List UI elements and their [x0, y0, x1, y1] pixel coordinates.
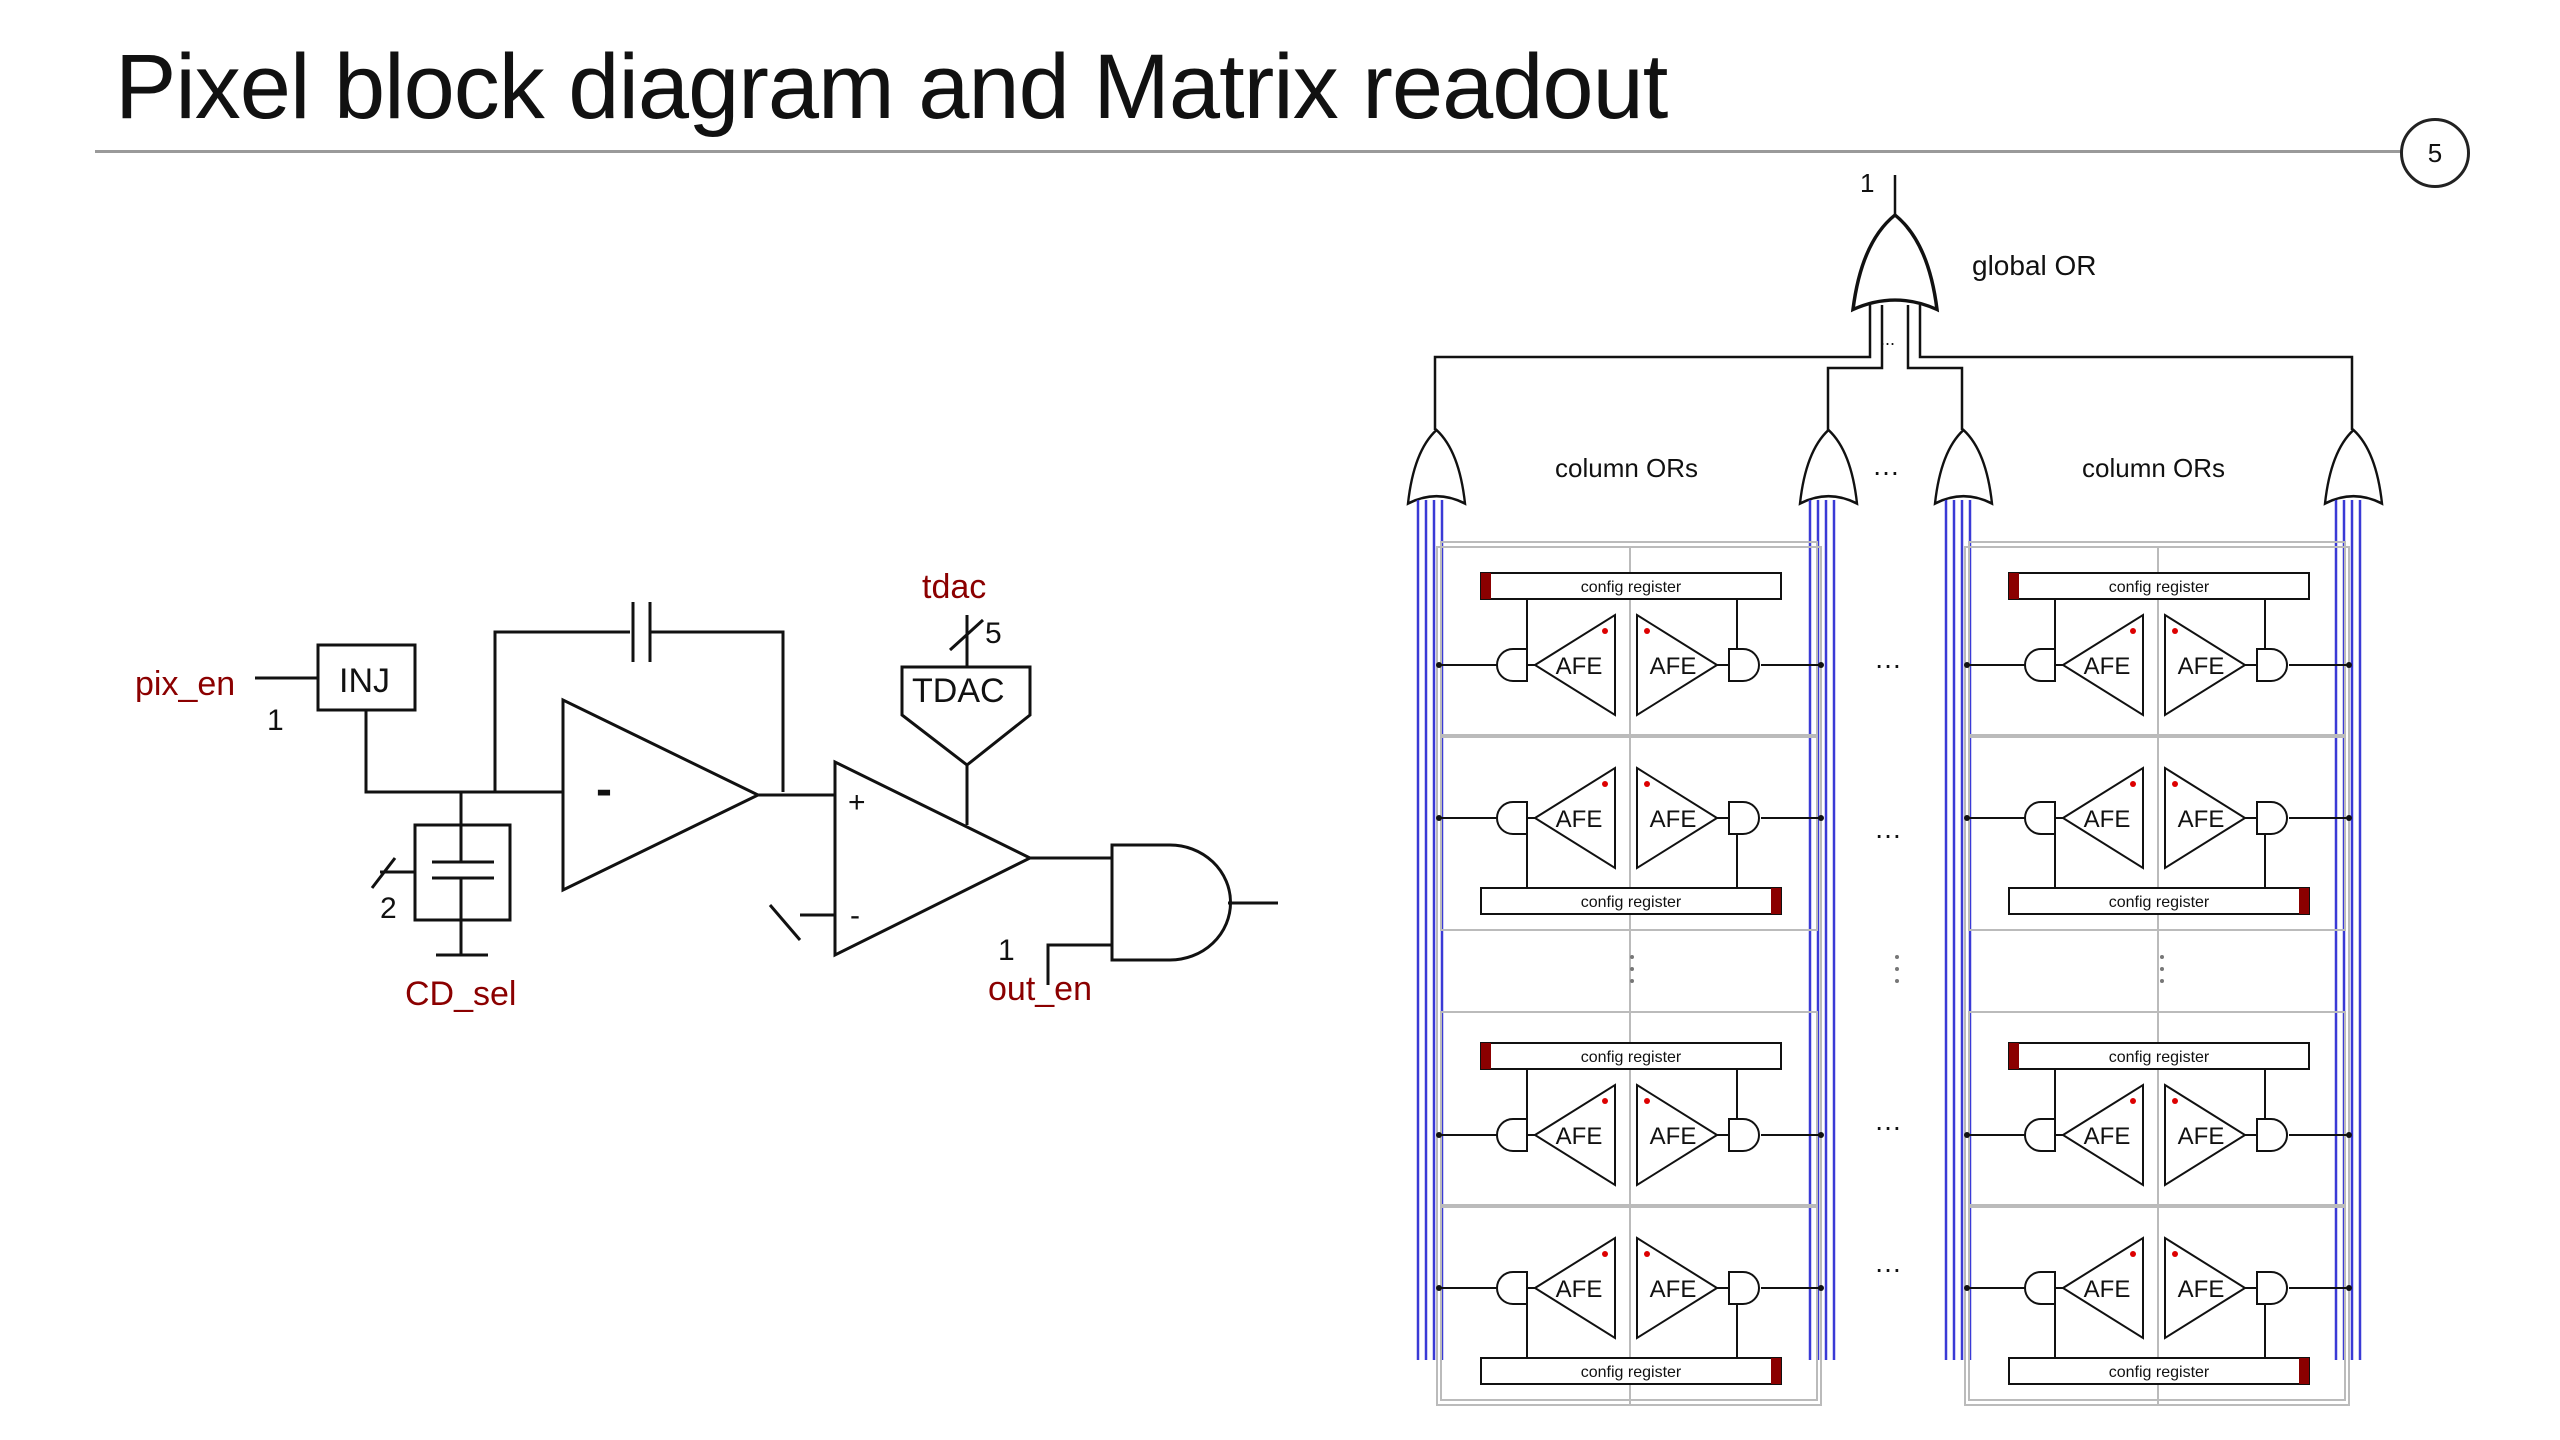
- cd-sel-label: CD_sel: [405, 975, 516, 1013]
- inj-block: [316, 643, 417, 712]
- output-and-gate: [1110, 843, 1233, 962]
- global-or-width: 1: [1860, 168, 1874, 198]
- dots-row-3: …: [1874, 1105, 1902, 1136]
- inj-label: INJ: [339, 662, 390, 700]
- comparator-minus: -: [850, 899, 860, 932]
- tdac-signal-label: tdac: [922, 568, 986, 606]
- afe-label: AFE: [2084, 653, 2131, 680]
- afe-label: AFE: [1556, 1123, 1603, 1150]
- vertical-dots: [1630, 955, 2164, 983]
- pix-en-label: pix_en: [135, 665, 235, 703]
- tdac-width: 5: [985, 617, 1002, 650]
- column-or-gate-3: [1933, 428, 1994, 505]
- page-number-badge: 5: [2400, 118, 2470, 188]
- column-or-gate-1: [1406, 428, 1467, 505]
- column-ors-label-right: column ORs: [2082, 453, 2225, 483]
- tdac-block: [900, 665, 1032, 767]
- afe-label: AFE: [2178, 1276, 2225, 1303]
- out-en-width: 1: [998, 934, 1015, 967]
- afe-label: AFE: [1650, 1276, 1697, 1303]
- dots-row-2: …: [1874, 813, 1902, 844]
- column-or-gate-2: [1798, 428, 1859, 505]
- config-register-label: config register: [2109, 894, 2210, 911]
- config-register-label: config register: [1581, 1049, 1682, 1066]
- cd-sel-width: 2: [380, 892, 397, 925]
- pixel-labels: pix_en 1 INJ 2 CD_sel - tdac 5 TDAC + - …: [135, 568, 1092, 1013]
- page-number: 5: [2427, 137, 2443, 168]
- comparator: [833, 759, 1034, 958]
- pixel-pair: config register AFE AFE: [1436, 1204, 1824, 1401]
- title-divider: [95, 150, 2420, 153]
- afe-label: AFE: [1556, 1276, 1603, 1303]
- afe-label: AFE: [2084, 1123, 2131, 1150]
- afe-label: AFE: [2178, 806, 2225, 833]
- global-or-label: global OR: [1972, 250, 2097, 281]
- config-register-label: config register: [1581, 1364, 1682, 1381]
- column-or-gate-4: [2323, 428, 2384, 505]
- comparator-plus: +: [848, 786, 866, 819]
- matrix-readout: 1 global OR ... column ORs column ORs …: [1406, 168, 2384, 1406]
- config-register-label: config register: [2109, 1364, 2210, 1381]
- column-ors-label-left: column ORs: [1555, 453, 1698, 483]
- pixel-pair: config register AFE AFE: [1964, 734, 2352, 931]
- pixel-pair: config register AFE AFE: [1436, 734, 1824, 931]
- afe-label: AFE: [1650, 806, 1697, 833]
- dots-row-4: …: [1874, 1247, 1902, 1278]
- afe-label: AFE: [1650, 1123, 1697, 1150]
- config-register-label: config register: [2109, 579, 2210, 596]
- tdac-block-label: TDAC: [912, 672, 1005, 710]
- column-ors-ellipsis: …: [1872, 450, 1900, 481]
- afe-label: AFE: [2178, 1123, 2225, 1150]
- afe-label: AFE: [2178, 653, 2225, 680]
- global-or-ellipsis: ...: [1880, 329, 1895, 349]
- amp-sign: -: [596, 763, 612, 816]
- dots-row-1: …: [1874, 643, 1902, 674]
- afe-label: AFE: [2084, 1276, 2131, 1303]
- matrix-dots: … … … …: [1630, 643, 2164, 1278]
- config-register-label: config register: [2109, 1049, 2210, 1066]
- global-or-gate: [1851, 213, 1939, 312]
- afe-label: AFE: [1556, 806, 1603, 833]
- pixel-block-diagram: [255, 602, 1278, 985]
- afe-label: AFE: [2084, 806, 2131, 833]
- charge-amplifier: [561, 697, 762, 893]
- afe-label: AFE: [1650, 653, 1697, 680]
- config-register-label: config register: [1581, 894, 1682, 911]
- pixel-pair: config register AFE AFE: [1964, 1204, 2352, 1401]
- out-en-label: out_en: [988, 970, 1092, 1008]
- pix-en-width: 1: [267, 704, 284, 737]
- afe-label: AFE: [1556, 653, 1603, 680]
- config-register-label: config register: [1581, 579, 1682, 596]
- page-title: Pixel block diagram and Matrix readout: [115, 36, 1668, 138]
